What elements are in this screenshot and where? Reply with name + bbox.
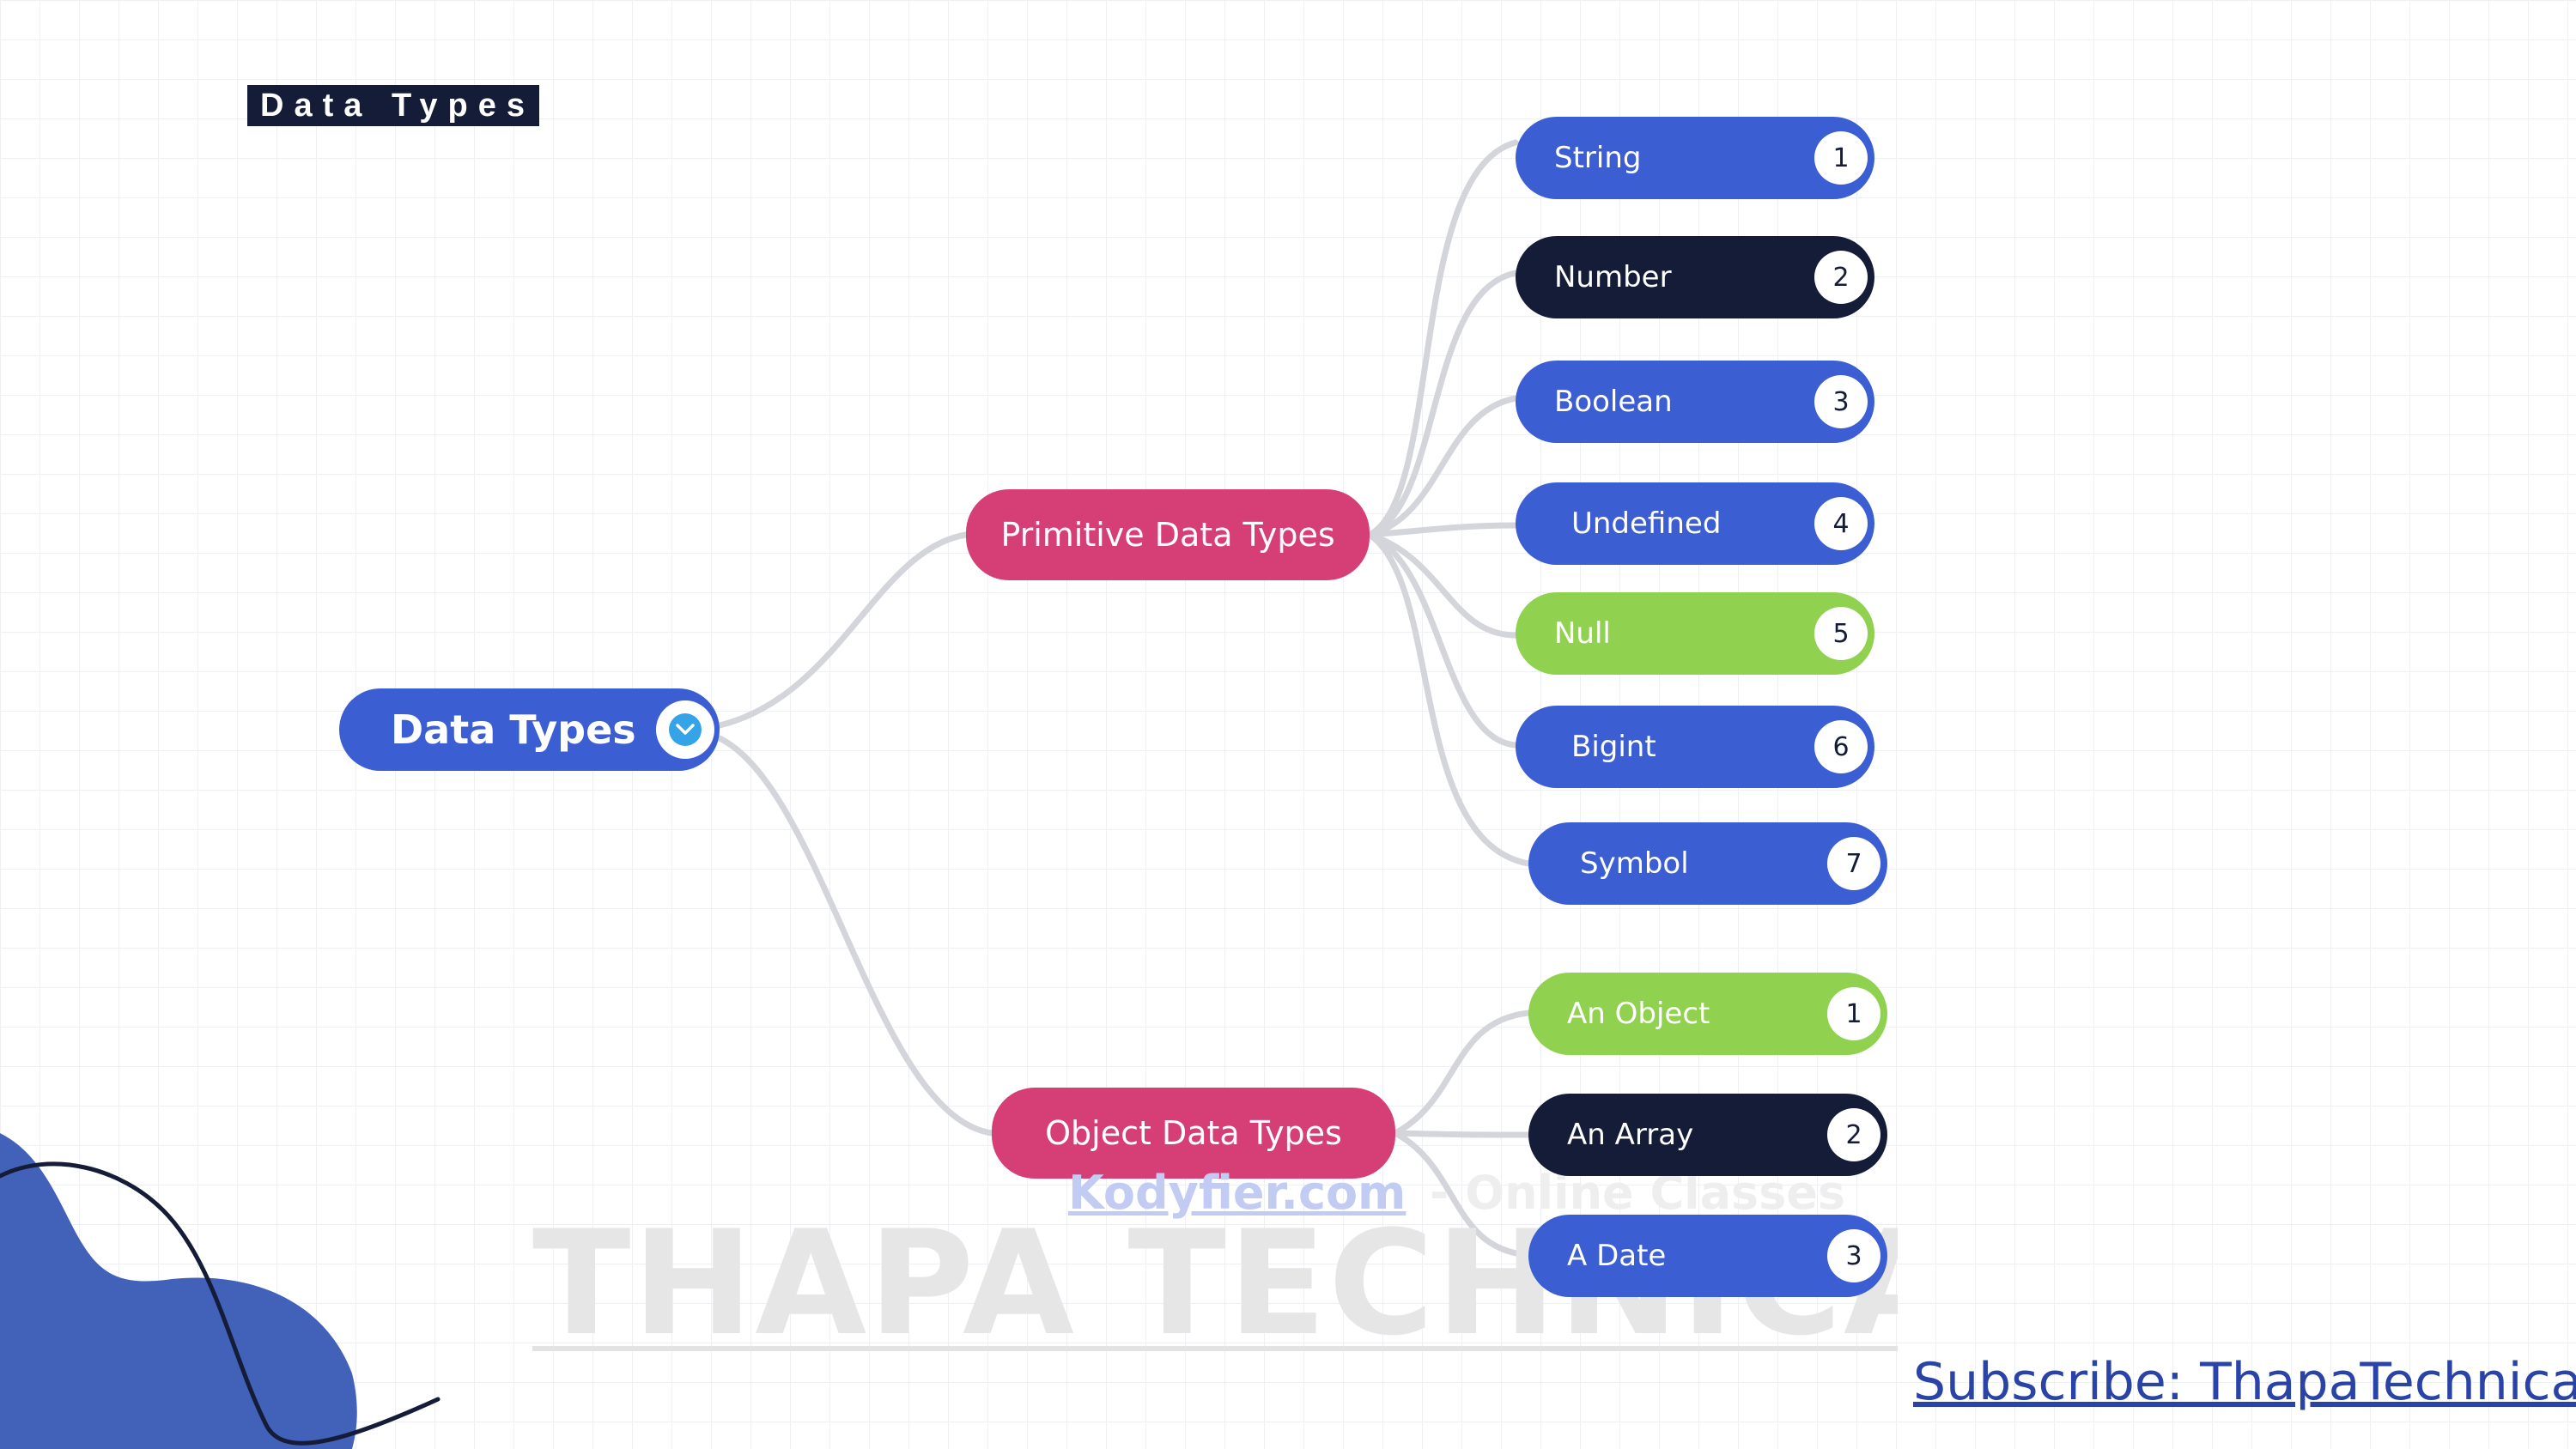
leaf-boolean[interactable]: Boolean 3 bbox=[1516, 361, 1874, 443]
branch-primitive-data-types[interactable]: Primitive Data Types bbox=[966, 489, 1370, 580]
connector-an-array bbox=[1392, 1130, 1532, 1138]
leaf-label: Boolean bbox=[1554, 385, 1673, 419]
leaf-label: Null bbox=[1554, 616, 1611, 651]
chevron-down-icon bbox=[669, 713, 702, 746]
collapse-toggle[interactable] bbox=[656, 700, 714, 759]
title-tag: Data Types bbox=[247, 85, 539, 126]
leaf-label: Number bbox=[1554, 260, 1672, 294]
leaf-number-badge: 3 bbox=[1827, 1229, 1880, 1282]
connector-an-object bbox=[1392, 1009, 1532, 1137]
branch-object-data-types[interactable]: Object Data Types bbox=[992, 1088, 1395, 1179]
branch-label: Object Data Types bbox=[1045, 1114, 1342, 1152]
leaf-label: An Object bbox=[1567, 997, 1710, 1031]
leaf-label: Symbol bbox=[1580, 846, 1689, 881]
leaf-number[interactable]: Number 2 bbox=[1516, 236, 1874, 318]
leaf-number-badge: 4 bbox=[1814, 497, 1868, 550]
root-node[interactable]: Data Types bbox=[339, 688, 720, 771]
branch-label: Primitive Data Types bbox=[1000, 516, 1335, 554]
leaf-string[interactable]: String 1 bbox=[1516, 117, 1874, 199]
subscribe-link[interactable]: Subscribe: ThapaTechnical bbox=[1913, 1352, 2576, 1412]
leaf-an-array[interactable]: An Array 2 bbox=[1528, 1094, 1887, 1176]
connector-root-object bbox=[716, 735, 995, 1137]
connector-a-date bbox=[1392, 1130, 1532, 1258]
connector-number bbox=[1366, 270, 1519, 538]
connector-root-primitive bbox=[716, 531, 969, 729]
leaf-number-badge: 1 bbox=[1814, 131, 1868, 185]
connector-boolean bbox=[1366, 395, 1519, 538]
connector-null bbox=[1366, 531, 1519, 639]
watermark-site-link[interactable]: Kodyfier.com bbox=[1068, 1166, 1406, 1220]
connector-undefined bbox=[1366, 522, 1519, 538]
leaf-number-badge: 5 bbox=[1814, 607, 1868, 660]
leaf-label: Bigint bbox=[1571, 730, 1656, 764]
leaf-number-badge: 2 bbox=[1827, 1108, 1880, 1161]
leaf-a-date[interactable]: A Date 3 bbox=[1528, 1215, 1887, 1297]
leaf-an-object[interactable]: An Object 1 bbox=[1528, 973, 1887, 1055]
connector-bigint bbox=[1366, 531, 1519, 749]
leaf-bigint[interactable]: Bigint 6 bbox=[1516, 706, 1874, 788]
leaf-label: String bbox=[1554, 141, 1642, 175]
decorative-blob bbox=[0, 1133, 440, 1449]
leaf-number-badge: 2 bbox=[1814, 251, 1868, 304]
leaf-number-badge: 7 bbox=[1827, 837, 1880, 890]
leaf-null[interactable]: Null 5 bbox=[1516, 592, 1874, 675]
leaf-symbol[interactable]: Symbol 7 bbox=[1528, 822, 1887, 905]
leaf-undefined[interactable]: Undefined 4 bbox=[1516, 482, 1874, 565]
leaf-number-badge: 3 bbox=[1814, 375, 1868, 428]
leaf-number-badge: 6 bbox=[1814, 720, 1868, 773]
watermark-underline bbox=[532, 1346, 1898, 1351]
connector-string bbox=[1366, 139, 1519, 538]
connector-symbol bbox=[1366, 531, 1532, 867]
leaf-label: Undefined bbox=[1571, 506, 1722, 541]
leaf-label: A Date bbox=[1567, 1239, 1667, 1273]
leaf-number-badge: 1 bbox=[1827, 987, 1880, 1040]
root-label: Data Types bbox=[391, 706, 636, 753]
leaf-label: An Array bbox=[1567, 1118, 1694, 1152]
